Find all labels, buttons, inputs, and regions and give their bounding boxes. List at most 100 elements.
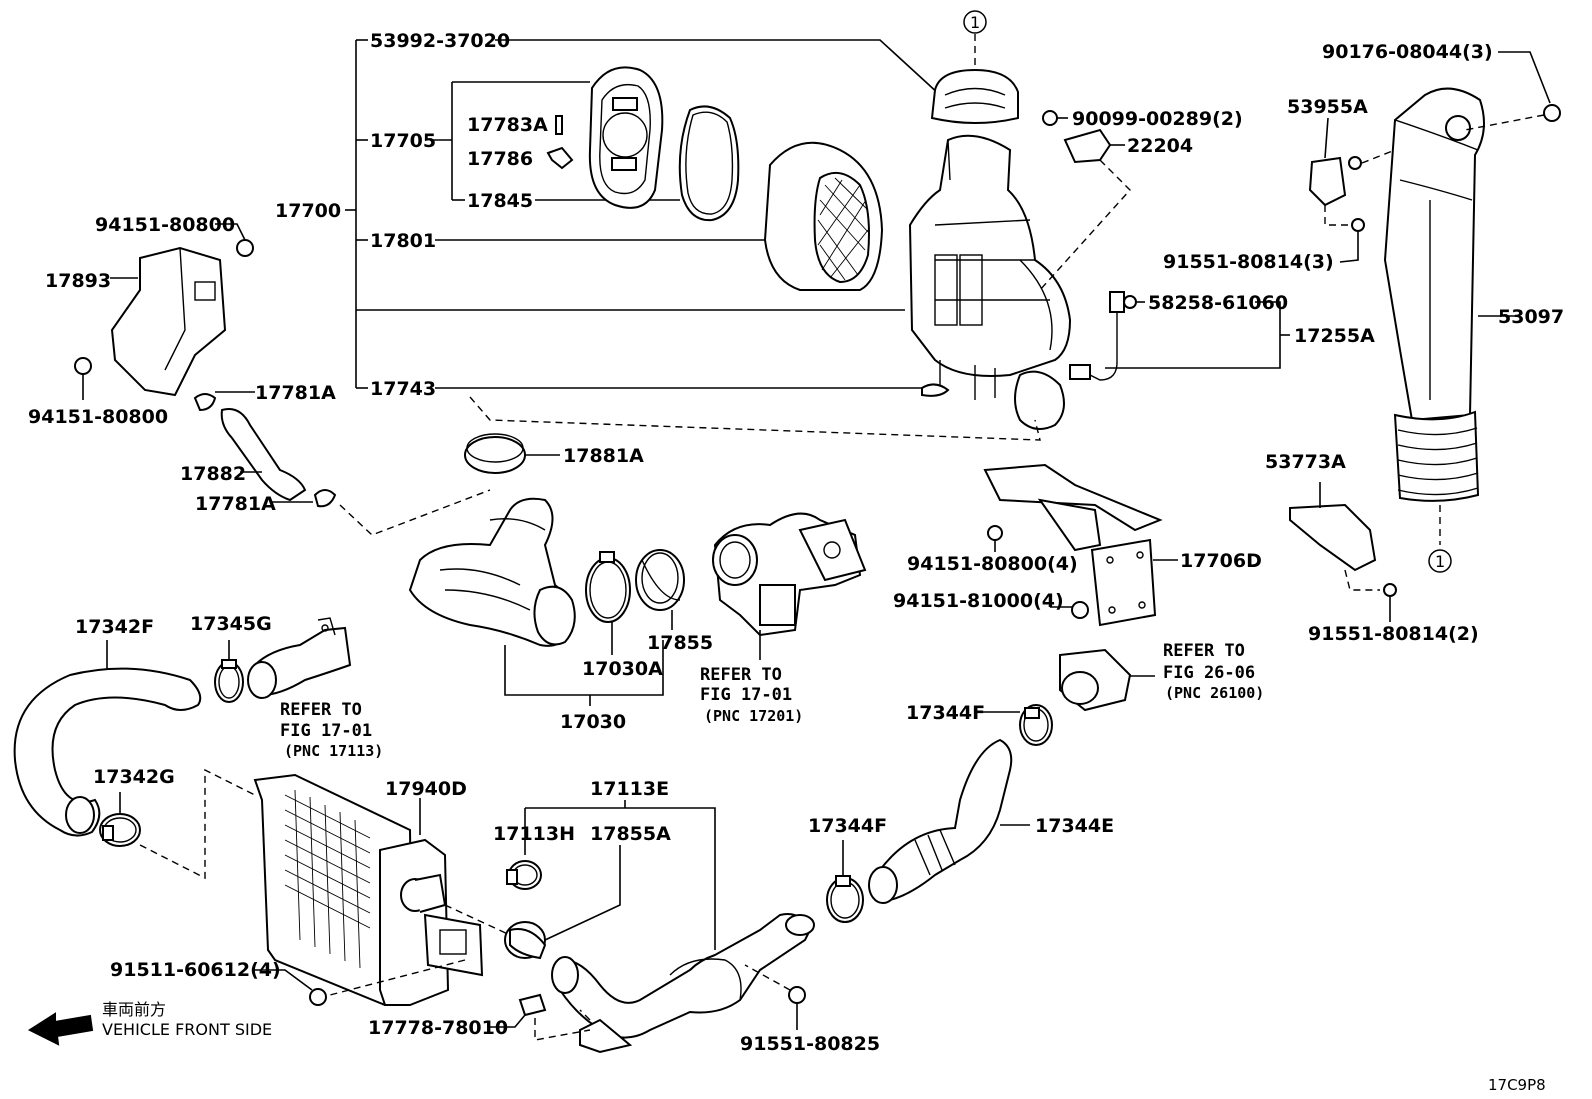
hose-17255A bbox=[1069, 291, 1290, 381]
label-17705: 17705 bbox=[370, 130, 436, 152]
svg-text:1: 1 bbox=[1435, 552, 1445, 571]
bolt-90176 bbox=[1464, 51, 1561, 131]
label-17845: 17845 bbox=[467, 190, 533, 212]
clamp-17342G bbox=[99, 768, 256, 880]
label-17801: 17801 bbox=[370, 230, 436, 252]
label-91551-80814-3: 91551-80814(3) bbox=[1163, 251, 1334, 273]
intake-pipe-17030 bbox=[408, 497, 664, 706]
bolt-17778 bbox=[488, 993, 591, 1041]
label-94151-80800-left: 94151-80800 bbox=[28, 406, 168, 428]
label-17344E: 17344E bbox=[1035, 815, 1114, 837]
label-94151-81000-4: 94151-81000(4) bbox=[893, 590, 1064, 612]
label-17700: 17700 bbox=[275, 200, 341, 222]
label-17342G: 17342G bbox=[93, 766, 175, 788]
direction-label-en: VEHICLE FRONT SIDE bbox=[102, 1020, 272, 1039]
label-17030A: 17030A bbox=[582, 658, 663, 680]
label-17344F-bottom: 17344F bbox=[808, 815, 887, 837]
grommet-17743 bbox=[921, 383, 950, 397]
label-53955A: 53955A bbox=[1287, 96, 1368, 118]
ref-26100-line3: (PNC 26100) bbox=[1165, 684, 1264, 702]
label-94151-80800-4: 94151-80800(4) bbox=[907, 553, 1078, 575]
label-53773A: 53773A bbox=[1265, 451, 1346, 473]
pipe-17113E bbox=[551, 913, 815, 1054]
label-58258-61060: 58258-61060 bbox=[1148, 292, 1288, 314]
diagram-code: 17C9P8 bbox=[1488, 1076, 1546, 1094]
snorkel-53097 bbox=[1383, 87, 1485, 545]
intercooler-17940D bbox=[253, 773, 511, 1007]
hose-17855 bbox=[635, 549, 685, 630]
label-17940D: 17940D bbox=[385, 778, 467, 800]
ref-26100-line2: FIG 26-06 bbox=[1163, 663, 1255, 683]
bracket-17706D bbox=[983, 463, 1178, 627]
gasket-ring-17845 bbox=[678, 105, 740, 222]
coupling-reference-26100 bbox=[1059, 648, 1155, 712]
label-17743: 17743 bbox=[370, 378, 436, 400]
label-17255A: 17255A bbox=[1294, 325, 1375, 347]
vehicle-front-arrow-icon bbox=[27, 1012, 94, 1046]
clamp-17113H bbox=[506, 860, 542, 890]
ref-17113-line2: FIG 17-01 bbox=[280, 721, 372, 741]
bolt-91551-80825 bbox=[744, 964, 806, 1030]
dashed-link-housing bbox=[469, 396, 1041, 441]
label-90099-00289: 90099-00289(2) bbox=[1072, 108, 1243, 130]
nut-94151-81000-4 bbox=[1050, 601, 1089, 619]
hose-17344E bbox=[868, 738, 1030, 904]
filter-element-17801 bbox=[763, 141, 884, 291]
bracket-53773A bbox=[1289, 482, 1397, 622]
direction-label-jp: 車両前方 bbox=[102, 1000, 166, 1019]
ref-17201-line2: FIG 17-01 bbox=[700, 685, 792, 705]
nut-94151-top bbox=[215, 223, 254, 257]
label-17786: 17786 bbox=[467, 148, 533, 170]
bolt-91511 bbox=[252, 969, 327, 1006]
label-17778-78010: 17778-78010 bbox=[368, 1017, 508, 1039]
airflow-sensor-22204 bbox=[1039, 128, 1131, 291]
duct-17893 bbox=[110, 246, 227, 397]
label-91551-80814-2: 91551-80814(2) bbox=[1308, 623, 1479, 645]
clamp-17781A-bottom bbox=[270, 489, 491, 536]
ref-26100-line1: REFER TO bbox=[1163, 641, 1245, 661]
label-90176-08044: 90176-08044(3) bbox=[1322, 41, 1493, 63]
label-53992-37020: 53992-37020 bbox=[370, 30, 510, 52]
reference-marker-bottom: 1 bbox=[1428, 549, 1452, 573]
clamp-17345G bbox=[214, 640, 244, 703]
hose-17342F bbox=[13, 640, 202, 837]
nut-94151-left bbox=[74, 357, 92, 400]
label-17855A: 17855A bbox=[590, 823, 671, 845]
label-17030: 17030 bbox=[560, 711, 626, 733]
pipe-reference-17113 bbox=[247, 617, 352, 699]
label-17113H: 17113H bbox=[493, 823, 575, 845]
label-17855: 17855 bbox=[647, 632, 713, 654]
hose-17882 bbox=[220, 408, 307, 502]
clamp-17344F-top bbox=[980, 704, 1053, 746]
label-53097: 53097 bbox=[1498, 306, 1564, 328]
label-17706D: 17706D bbox=[1180, 550, 1262, 572]
clamp-17344F-bottom bbox=[826, 840, 864, 923]
clamp-17881A bbox=[464, 433, 560, 474]
clamp-17030A bbox=[585, 551, 631, 655]
svg-text:1: 1 bbox=[970, 13, 980, 32]
label-17893: 17893 bbox=[45, 270, 111, 292]
label-17342F: 17342F bbox=[75, 616, 154, 638]
bracket-53955A bbox=[1308, 117, 1396, 263]
label-17881A: 17881A bbox=[563, 445, 644, 467]
ref-17201-line1: REFER TO bbox=[700, 665, 782, 685]
reference-marker-top: 1 bbox=[963, 10, 987, 70]
screw-90099 bbox=[1042, 110, 1068, 126]
label-22204: 22204 bbox=[1127, 135, 1193, 157]
label-91551-80825: 91551-80825 bbox=[740, 1033, 880, 1055]
clip-17786 bbox=[546, 146, 574, 170]
label-17344F-top: 17344F bbox=[906, 702, 985, 724]
air-cleaner-housing bbox=[908, 134, 1072, 430]
label-17783A: 17783A bbox=[467, 114, 548, 136]
air-cleaner-cap-17705 bbox=[588, 66, 664, 209]
ref-17201-line3: (PNC 17201) bbox=[704, 707, 803, 725]
clamp-17781A-top bbox=[193, 391, 255, 412]
label-17113E: 17113E bbox=[590, 778, 669, 800]
pin-17783A bbox=[555, 115, 563, 135]
label-91511-60612: 91511-60612(4) bbox=[110, 959, 281, 981]
label-17781A-bottom: 17781A bbox=[195, 493, 276, 515]
nut-94151-80800-4 bbox=[987, 525, 1003, 552]
turbo-reference-17201 bbox=[712, 512, 867, 660]
ref-17113-line3: (PNC 17113) bbox=[284, 742, 383, 760]
label-17781A-top: 17781A bbox=[255, 382, 336, 404]
